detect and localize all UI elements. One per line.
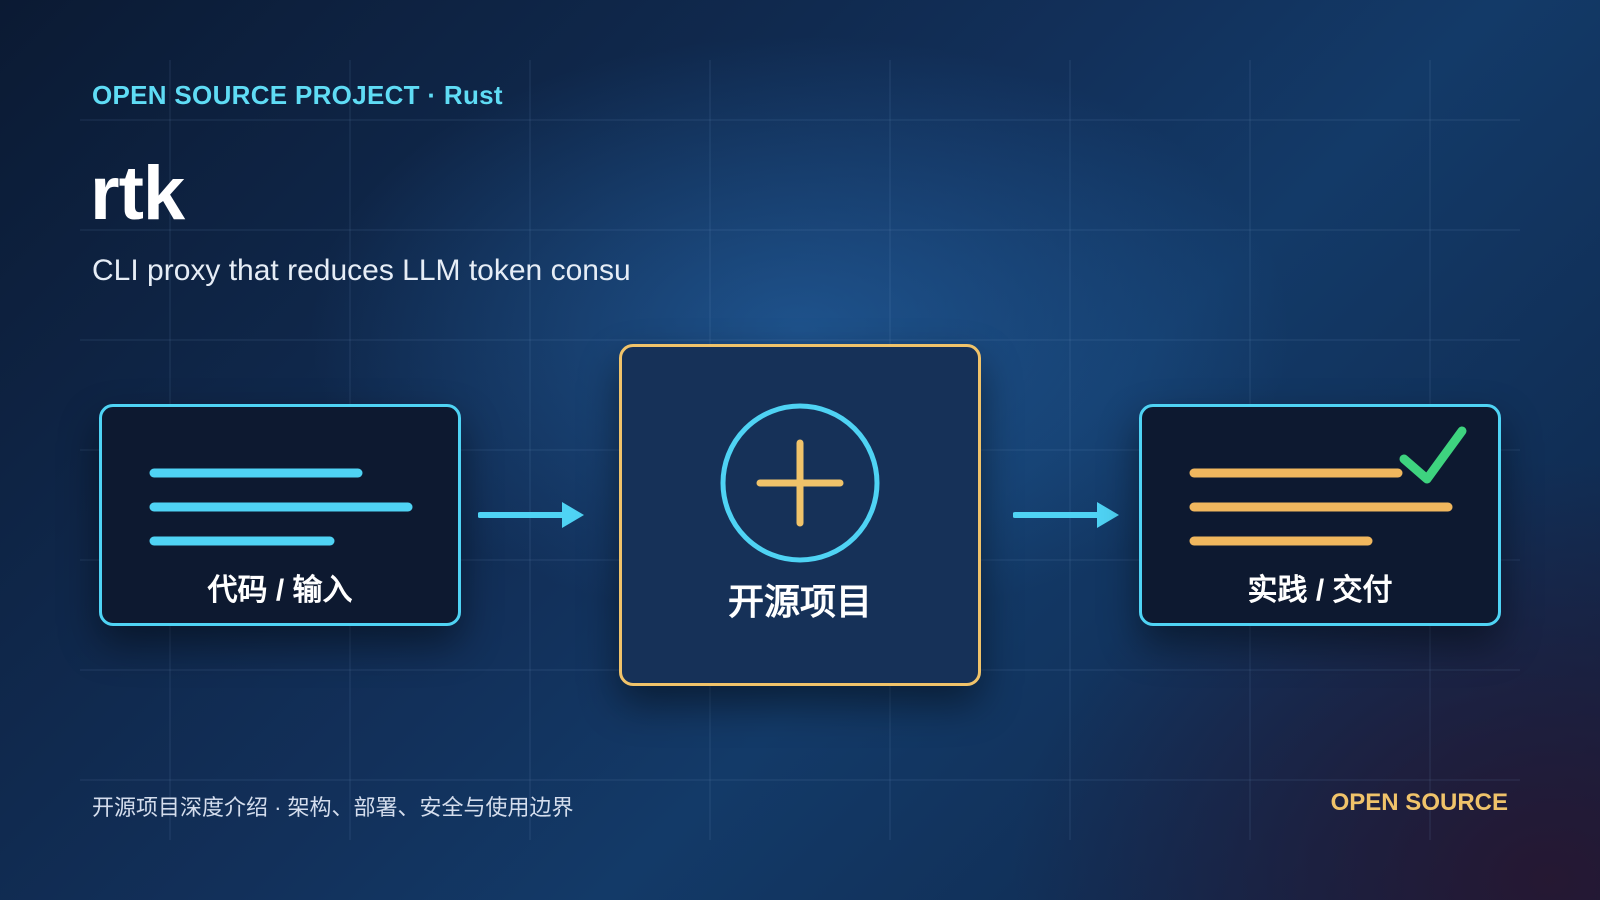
text-lines-icon bbox=[149, 468, 413, 546]
kicker-separator: · bbox=[419, 80, 444, 110]
plus-circle-icon bbox=[720, 403, 880, 563]
output-card-label: 实践 / 交付 bbox=[1247, 574, 1393, 607]
input-card: 代码 / 输入 bbox=[99, 404, 461, 626]
project-kicker: OPEN SOURCE PROJECT · Rust bbox=[92, 80, 503, 111]
page-subtitle: CLI proxy that reduces LLM token consu bbox=[92, 254, 631, 287]
kicker-text: OPEN SOURCE PROJECT bbox=[92, 80, 420, 110]
center-card-label: 开源项目 bbox=[727, 581, 872, 622]
checkmark-icon bbox=[1399, 426, 1467, 484]
open-source-project-card: 开源项目 bbox=[619, 344, 981, 686]
footer-tag: OPEN SOURCE bbox=[1330, 789, 1508, 816]
arrow-right-icon bbox=[1013, 502, 1119, 528]
checked-lines-icon bbox=[1189, 426, 1467, 546]
page-title: rtk bbox=[90, 151, 185, 236]
footer-description: 开源项目深度介绍 · 架构、部署、安全与使用边界 bbox=[92, 795, 574, 820]
output-card: 实践 / 交付 bbox=[1139, 404, 1501, 626]
arrow-right-icon bbox=[478, 502, 584, 528]
input-card-label: 代码 / 输入 bbox=[207, 574, 353, 607]
language-tag: Rust bbox=[443, 80, 503, 110]
